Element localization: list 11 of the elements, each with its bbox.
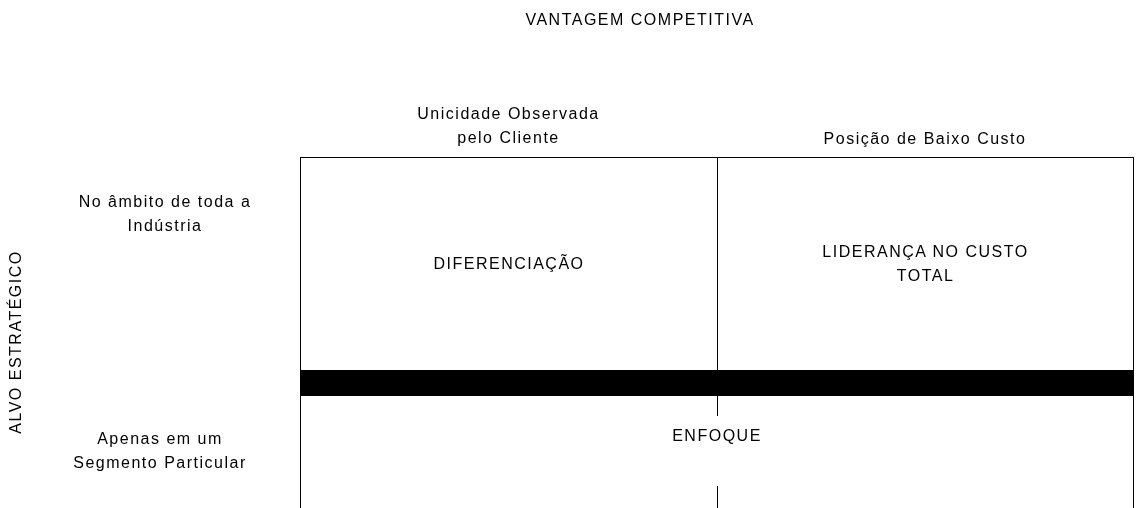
divider-bar [300, 370, 1134, 396]
cell-text: ENFOQUE [672, 426, 762, 446]
cell-text: DIFERENCIAÇÃO [433, 253, 585, 274]
axis-heading: VANTAGEM COMPETITIVA [524, 10, 756, 30]
matrix-cell [300, 395, 1134, 508]
row-header: Apenas em um Segmento Particular [72, 429, 248, 473]
column-header: Unicidade Observada pelo Cliente [416, 104, 601, 148]
cell-text: LIDERANÇA NO CUSTO TOTAL [821, 242, 1030, 286]
column-header: Posição de Baixo Custo [822, 129, 1028, 149]
axis-heading: ALVO ESTRATÉGICO [5, 249, 25, 436]
row-header: No âmbito de toda a Indústria [77, 192, 253, 236]
